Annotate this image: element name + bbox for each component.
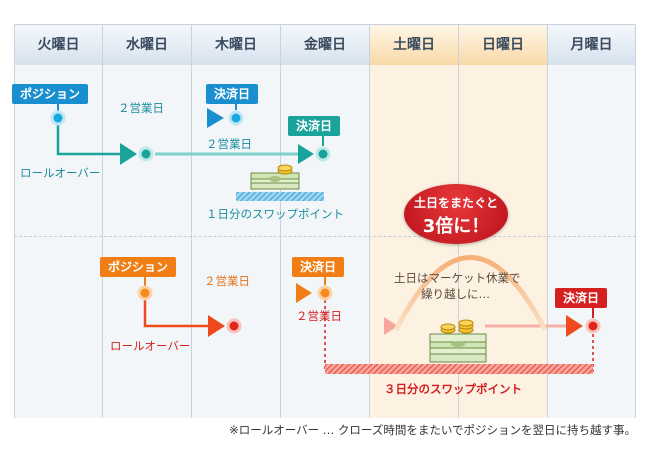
top-rolled-business-days-label: ２営業日 [206,137,252,151]
top-settlement-tag-1: 決済日 [206,84,259,104]
top-settlement-tag-2: 決済日 [288,116,341,136]
footnote: ※ロールオーバー … クローズ時間をまたいでポジションを翌日に持ち越す事。 [229,423,636,437]
bottom-rolled-arrow-mid [384,317,398,335]
top-business-days-label: ２営業日 [118,101,164,115]
callout-line-1: 土日をまたぐと [413,196,498,210]
bottom-rollover-arrow [208,315,225,337]
top-position-tag: ポジション [12,84,89,104]
bottom-rolled-arrow-end [566,315,583,337]
top-swap-label: １日分のスワップポイント [206,207,344,221]
day-column-tuesday: 火曜日 [14,24,103,418]
top-rollover-arrow [120,143,137,165]
top-position-dot [50,110,66,126]
bottom-business-days-label: ２営業日 [204,274,250,288]
bottom-2day-arrow [296,283,312,303]
bottom-swap-bar [325,364,593,374]
bottom-settle-1-dot [317,285,333,301]
bottom-position-tag: ポジション [100,257,177,277]
money-stack-icon [429,319,487,363]
weekend-note-line-1: 土日はマーケット休業で [394,271,521,285]
top-rollover-label: ロールオーバー [20,166,101,180]
day-column-sunday: 日曜日 [459,24,548,418]
top-2day-arrow [207,108,224,128]
bottom-rollover-label: ロールオーバー [110,339,191,353]
top-rollover-line [56,124,124,156]
bottom-settlement-tag-2: 決済日 [555,288,608,308]
bottom-rollover-dot [226,318,242,334]
bottom-swap-label: ３日分のスワップポイント [384,382,522,396]
bottom-position-dot [137,285,153,301]
bottom-settle-2-dot [585,318,601,334]
top-rollover-dot [138,146,154,162]
bottom-rolled-business-days-label: ２営業日 [296,309,342,323]
money-stack-icon [250,164,300,190]
day-column-monday: 月曜日 [548,24,636,418]
bottom-rollover-line [143,300,212,328]
weekend-arc [393,255,548,332]
section-divider [14,236,636,237]
day-column-wednesday: 水曜日 [103,24,192,418]
day-header: 火曜日 [15,24,102,66]
callout-line-2: 3倍に！ [422,216,490,237]
triple-callout-bubble: 土日をまたぐと 3倍に！ [404,184,508,244]
top-rolled-2day-arrow [298,144,314,164]
top-settle-1-dot [228,110,244,126]
weekend-note-line-2: 繰り越しに… [421,287,490,301]
bottom-settlement-tag-1: 決済日 [292,257,345,277]
top-swap-bar [236,192,324,201]
top-settle-2-dot [315,146,331,162]
